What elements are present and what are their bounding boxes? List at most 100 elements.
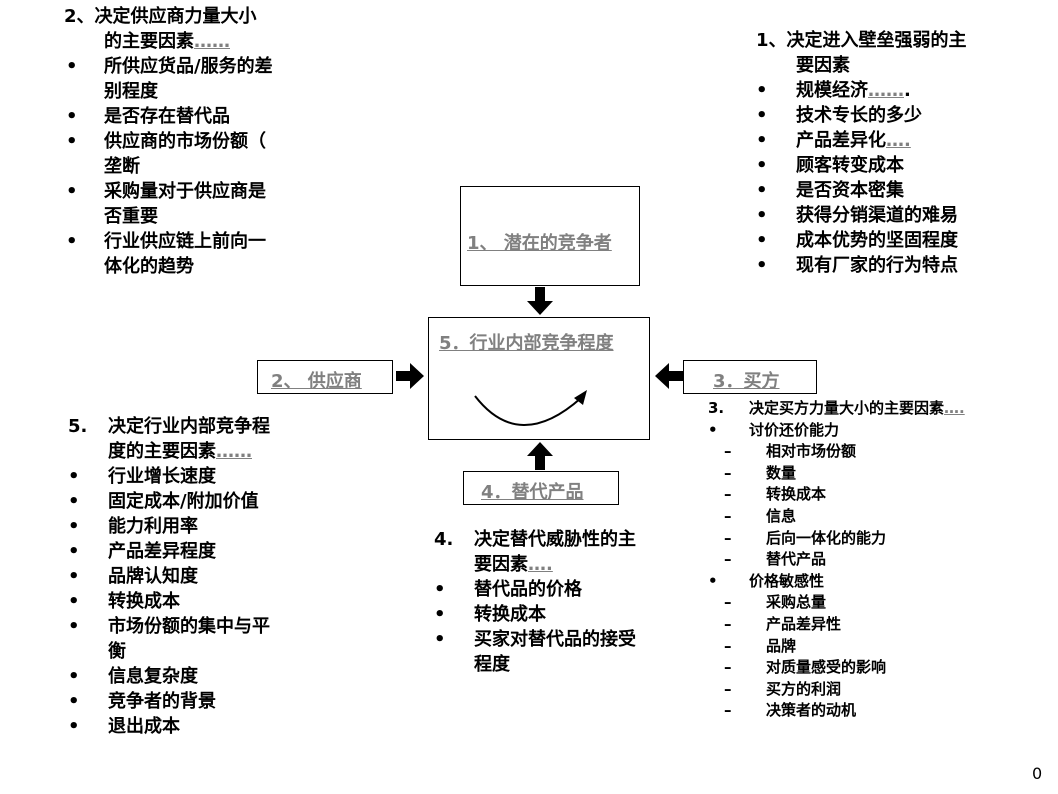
substitute-label[interactable]: 4．替代产品	[481, 482, 584, 503]
entry-factor-more-link[interactable]: ……	[868, 80, 904, 101]
substitute-factor-item-text: 替代品的价格	[474, 579, 582, 600]
substitute-factor-item-text: 转换成本	[474, 604, 546, 625]
supplier-factor-item: • 采购量对于供应商是	[66, 179, 273, 204]
buyer-factors-more-link[interactable]: ….	[944, 399, 965, 417]
dash-icon: –	[724, 658, 732, 677]
rivalry-factor-item: •品牌认知度	[68, 564, 270, 589]
dash-icon: –	[724, 550, 732, 569]
entry-factor-item: • 现有厂家的行为特点	[756, 253, 967, 278]
arrow-right-icon	[396, 363, 424, 389]
bullet-icon: •	[66, 131, 78, 152]
bullet-icon: •	[756, 255, 768, 276]
buyer-factor-sub-text: 数量	[766, 463, 797, 482]
dash-icon: –	[724, 506, 732, 525]
industry-rivalry-box[interactable]: 5．行业内部竞争程度	[428, 317, 650, 440]
dash-icon: –	[724, 593, 732, 612]
buyer-factor-sub-item: –产品差异性	[708, 614, 965, 636]
substitute-factors-number: 4.	[434, 529, 454, 550]
bullet-icon: •	[708, 420, 718, 439]
bullet-icon: •	[756, 230, 768, 251]
bullet-icon: •	[66, 106, 78, 127]
entry-factor-suffix: .	[904, 80, 911, 101]
buyer-factor-sub-text: 转换成本	[766, 485, 827, 504]
industry-rivalry-label[interactable]: 5．行业内部竞争程度	[439, 333, 614, 354]
entry-factor-item: •产品差异化….	[756, 128, 967, 153]
entry-factor-text: 获得分销渠道的难易	[796, 205, 958, 226]
supplier-factor-item: •是否存在替代品	[66, 104, 273, 129]
buyer-factor-sub-item: –替代产品	[708, 549, 965, 571]
entry-factor-text: 顾客转变成本	[796, 155, 904, 176]
rivalry-factors-title: 决定行业内部竞争程	[108, 416, 270, 437]
rivalry-factor-item: • 产品差异程度	[68, 539, 270, 564]
buyer-label[interactable]: 3．买方	[713, 371, 780, 392]
supplier-factor-item: •供应商的市场份额（	[66, 129, 273, 154]
arrow-down-icon	[527, 287, 553, 315]
page-number: 0	[1032, 764, 1043, 783]
buyer-factor-group: •讨价还价能力	[708, 420, 965, 442]
entry-factor-text: 现有厂家的行为特点	[796, 255, 958, 276]
substitute-factors: 4. 决定替代威胁性的主 要因素…. •替代品的价格•转换成本•买家对替代品的接…	[434, 527, 636, 677]
substitute-factor-item-text: 买家对替代品的接受	[474, 629, 636, 650]
rivalry-factor-item-text: 固定成本/附加价值	[108, 491, 259, 512]
supplier-factor-item-continuation: 别程度	[66, 79, 273, 104]
supplier-factors-more-link[interactable]: ……	[194, 31, 230, 52]
buyer-factor-sub-item: –买方的利润	[708, 679, 965, 701]
entry-factors-title-line2: 要因素	[796, 55, 850, 76]
buyer-factors-title: 决定买方力量大小的主要因素	[749, 399, 945, 417]
entry-factor-item: •是否资本密集	[756, 178, 967, 203]
rivalry-factors-title-line2: 度的主要因素	[108, 441, 216, 462]
bullet-icon: •	[66, 231, 78, 252]
buyer-factor-sub-item: –决策者的动机	[708, 700, 965, 722]
supplier-factor-item-text-line2: 否重要	[104, 206, 158, 227]
bullet-icon: •	[434, 579, 446, 600]
buyer-factors: 3. 决定买方力量大小的主要因素…. •讨价还价能力–相对市场份额–数量–转换成…	[708, 398, 965, 722]
potential-competitors-label[interactable]: 1、 潜在的竞争者	[467, 233, 612, 254]
rivalry-factor-item: •行业增长速度	[68, 464, 270, 489]
supplier-box[interactable]: 2、 供应商	[257, 360, 393, 394]
entry-factor-more-link[interactable]: ….	[886, 130, 911, 151]
entry-factor-text: 产品差异化	[796, 130, 886, 151]
arrow-left-icon	[655, 363, 683, 389]
supplier-factor-item-continuation: 否重要	[66, 204, 273, 229]
rivalry-factor-item-text: 能力利用率	[108, 516, 198, 537]
rivalry-factor-item-text: 退出成本	[108, 716, 180, 737]
entry-factor-item: •成本优势的坚固程度	[756, 228, 967, 253]
buyer-factor-sub-text: 后向一体化的能力	[766, 528, 887, 547]
buyer-factor-sub-item: – 后向一体化的能力	[708, 528, 965, 550]
supplier-factor-item-text: 采购量对于供应商是	[104, 181, 266, 202]
rivalry-factor-item: • 能力利用率	[68, 514, 270, 539]
supplier-factors-title: 2、决定供应商力量大小	[64, 6, 257, 27]
buyer-factor-group: •价格敏感性	[708, 571, 965, 593]
substitute-factor-item-text-line2: 程度	[474, 654, 510, 675]
bullet-icon: •	[66, 181, 78, 202]
rivalry-factors-number: 5.	[68, 416, 88, 437]
rivalry-factor-item: •转换成本	[68, 589, 270, 614]
bullet-icon: •	[68, 516, 80, 537]
bullet-icon: •	[756, 180, 768, 201]
bullet-icon: •	[68, 541, 80, 562]
substitute-factor-item: •买家对替代品的接受	[434, 627, 636, 652]
entry-barrier-factors: 1、决定进入壁垒强弱的主 要因素 •规模经济…….•技术专长的多少•产品差异化……	[756, 28, 967, 278]
dash-icon: –	[724, 528, 732, 547]
bullet-icon: •	[756, 80, 768, 101]
buyer-factor-sub-item: –品牌	[708, 636, 965, 658]
buyer-factor-sub-item: – 信息	[708, 506, 965, 528]
rivalry-factor-item-text: 行业增长速度	[108, 466, 216, 487]
dash-icon: –	[724, 614, 732, 633]
buyer-factor-sub-text: 相对市场份额	[766, 442, 857, 461]
supplier-factor-item: •行业供应链上前向一	[66, 229, 273, 254]
buyer-factor-sub-text: 决策者的动机	[766, 701, 857, 720]
potential-competitors-box[interactable]: 1、 潜在的竞争者	[460, 186, 640, 286]
supplier-label[interactable]: 2、 供应商	[271, 371, 362, 392]
buyer-factor-sub-item: –采购总量	[708, 592, 965, 614]
rivalry-factors-more-link[interactable]: ……	[216, 441, 252, 462]
buyer-factor-sub-text: 信息	[766, 506, 797, 525]
supplier-factor-item-text-line2: 体化的趋势	[104, 256, 194, 277]
substitute-box[interactable]: 4．替代产品	[463, 471, 619, 505]
rivalry-factor-item: •固定成本/附加价值	[68, 489, 270, 514]
rivalry-factor-item-text: 产品差异程度	[108, 541, 216, 562]
rivalry-factor-item-text: 市场份额的集中与平	[108, 616, 270, 637]
substitute-factors-more-link[interactable]: ….	[528, 554, 553, 575]
supplier-factor-item: •所供应货品/服务的差	[66, 54, 273, 79]
buyer-box[interactable]: 3．买方	[683, 360, 817, 394]
